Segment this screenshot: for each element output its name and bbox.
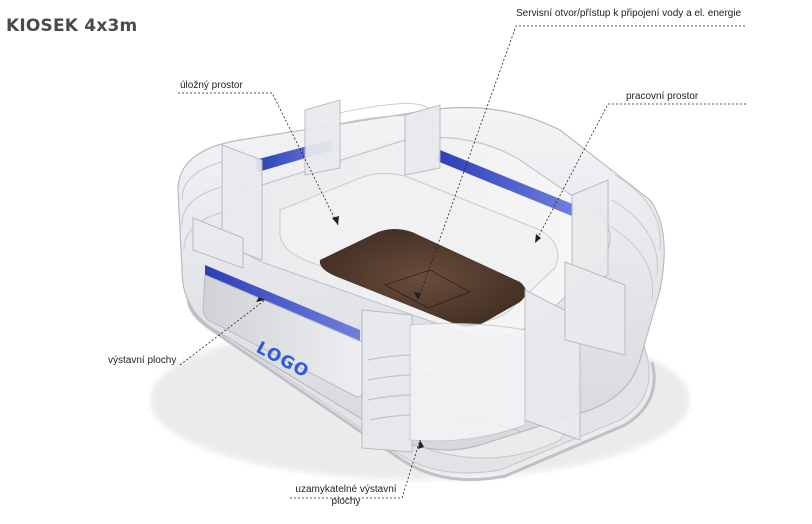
label-lockable-line2: plochy bbox=[331, 496, 361, 507]
label-display-areas: výstavní plochy bbox=[108, 355, 177, 366]
label-storage-space: úložný prostor bbox=[180, 80, 243, 91]
leader-lockable bbox=[290, 439, 421, 499]
leader-service bbox=[417, 25, 745, 301]
label-workspace: pracovní prostor bbox=[626, 91, 699, 102]
floor bbox=[319, 229, 526, 327]
page-title: KIOSEK 4x3m bbox=[6, 16, 138, 36]
vertical-fins bbox=[192, 99, 626, 453]
base-rim bbox=[186, 289, 656, 482]
leader-display bbox=[179, 299, 266, 366]
label-lockable-display: uzamykatelné výstavní plochy bbox=[290, 484, 402, 508]
label-lockable-line1: uzamykatelné výstavní bbox=[295, 484, 397, 495]
blue-strip-right bbox=[437, 150, 575, 216]
display-front-curve bbox=[409, 322, 526, 442]
glass-shelf-lines bbox=[181, 103, 661, 301]
label-service-opening: Servisní otvor/přístup k připojení vody … bbox=[516, 8, 742, 19]
leader-storage bbox=[178, 92, 339, 226]
floor-hatch bbox=[383, 269, 471, 309]
leader-workspace bbox=[534, 103, 746, 244]
blue-strip-left bbox=[205, 265, 360, 342]
